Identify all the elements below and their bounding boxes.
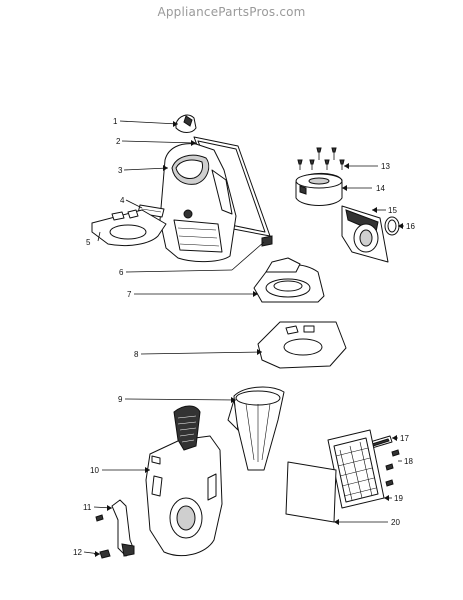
- part-7-ring-housing[interactable]: [253, 257, 325, 303]
- callout-7: 7: [127, 290, 132, 299]
- callout-6: 6: [119, 268, 124, 277]
- callout-3: 3: [118, 166, 123, 175]
- callout-19: 19: [394, 494, 403, 503]
- callout-18: 18: [404, 457, 413, 466]
- part-1-knob[interactable]: [175, 114, 197, 133]
- part-20-filter-panel[interactable]: [285, 461, 337, 523]
- part-3-housing-cover[interactable]: [159, 143, 237, 263]
- part-16-o-ring[interactable]: [384, 216, 400, 236]
- part-19-grille[interactable]: [327, 429, 385, 509]
- callout-9: 9: [118, 395, 123, 404]
- callout-labels: 1 2 3 4 5 6 7 8 9 10 11 12 13 14 15 16 1…: [73, 117, 415, 557]
- callout-10: 10: [90, 466, 99, 475]
- callout-16: 16: [406, 222, 415, 231]
- callout-14: 14: [376, 184, 385, 193]
- callout-15: 15: [388, 206, 397, 215]
- callout-1: 1: [113, 117, 118, 126]
- callout-11: 11: [83, 503, 92, 512]
- callout-2: 2: [116, 137, 121, 146]
- callout-13: 13: [381, 162, 390, 171]
- part-13-screws[interactable]: [297, 147, 345, 170]
- part-9-funnel[interactable]: [227, 386, 285, 471]
- callout-17: 17: [400, 434, 409, 443]
- callout-20: 20: [391, 518, 400, 527]
- watermark: AppliancePartsPros.com: [157, 5, 306, 19]
- part-14-motor-cover[interactable]: [295, 173, 343, 206]
- latch-screws: [95, 514, 104, 522]
- part-11-latch[interactable]: [111, 499, 135, 557]
- part-15-fan-housing[interactable]: [341, 205, 389, 263]
- callout-12: 12: [73, 548, 82, 557]
- leader-arrowheads: [95, 121, 403, 557]
- part-10-main-body[interactable]: [145, 405, 223, 556]
- callout-8: 8: [134, 350, 139, 359]
- part-6-spring[interactable]: [261, 235, 273, 247]
- part-8-mounting-plate[interactable]: [257, 321, 347, 369]
- callout-5: 5: [86, 238, 91, 247]
- part-5-base-plate[interactable]: [91, 209, 167, 247]
- part-18-screws[interactable]: [385, 449, 400, 487]
- callout-4: 4: [120, 196, 125, 205]
